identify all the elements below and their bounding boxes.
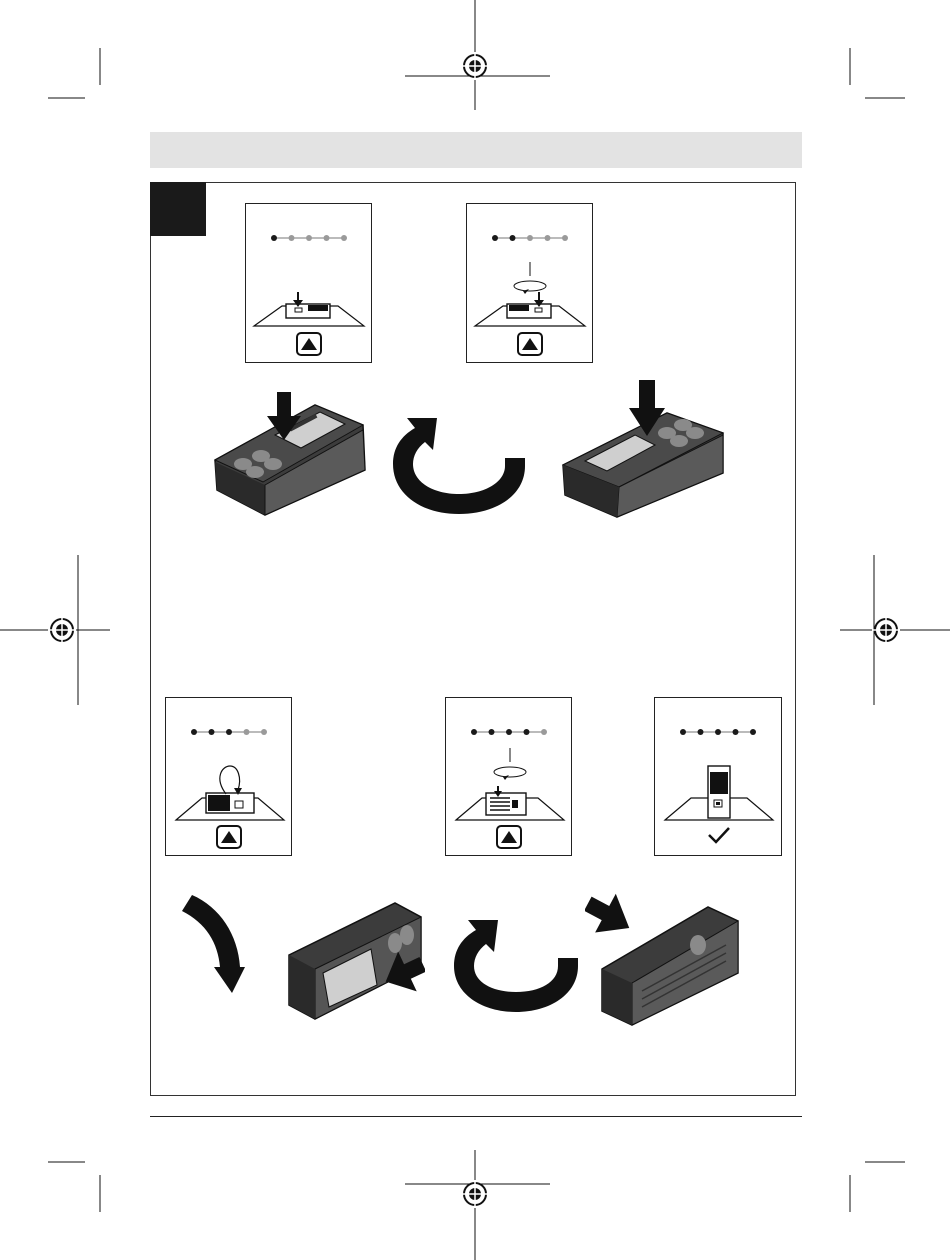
rotate-icon: [494, 767, 526, 780]
progress-dots: [471, 729, 547, 735]
crop-mark-bottom-right: [840, 1150, 910, 1220]
progress-dot-active: [492, 235, 498, 241]
progress-dot-inactive: [562, 235, 568, 241]
progress-dots: [680, 729, 756, 735]
registration-mark-top: [405, 0, 550, 110]
crop-mark-bottom-left: [40, 1150, 110, 1220]
progress-dot-active: [698, 729, 704, 735]
registration-mark-bottom: [405, 1150, 550, 1260]
up-button-icon: [518, 333, 542, 355]
progress-dot-active: [471, 729, 477, 735]
progress-dot-inactive: [289, 235, 295, 241]
rotate-icon: [514, 281, 546, 294]
progress-dot-inactive: [541, 729, 547, 735]
progress-dot-inactive: [306, 235, 312, 241]
step-panel-4: [445, 697, 572, 856]
progress-dot-active: [226, 729, 232, 735]
progress-dot-active: [191, 729, 197, 735]
rotate-arrow-icon: [385, 418, 530, 518]
rotate-icon: [220, 766, 242, 795]
progress-dots: [191, 729, 267, 735]
footer-rule: [150, 1116, 802, 1117]
progress-dot-inactive: [244, 729, 250, 735]
registration-mark-left: [0, 555, 110, 705]
progress-dot-active: [750, 729, 756, 735]
press-arrow-icon: [263, 392, 303, 442]
progress-dot-active: [271, 235, 277, 241]
figure-number-tab: [150, 182, 206, 236]
registration-mark-right: [840, 555, 950, 705]
up-button-icon: [497, 826, 521, 848]
step-panel-2: [466, 203, 593, 363]
progress-dot-active: [680, 729, 686, 735]
progress-dot-active: [209, 729, 215, 735]
progress-dot-active: [733, 729, 739, 735]
progress-dot-active: [489, 729, 495, 735]
progress-dot-active: [715, 729, 721, 735]
step-panel-3: [165, 697, 292, 856]
progress-dot-inactive: [527, 235, 533, 241]
check-mark-icon: [709, 828, 729, 842]
progress-dot-active: [524, 729, 530, 735]
crop-mark-top-left: [40, 40, 110, 110]
crop-mark-top-right: [840, 40, 910, 110]
progress-dot-inactive: [261, 729, 267, 735]
progress-dots: [271, 235, 347, 241]
progress-dot-inactive: [545, 235, 551, 241]
up-button-icon: [217, 826, 241, 848]
progress-dots: [492, 235, 568, 241]
press-arrow-icon: [625, 380, 667, 438]
step-panel-1: [245, 203, 372, 363]
progress-dot-active: [510, 235, 516, 241]
rotate-arrow-icon: [180, 895, 245, 995]
progress-dot-inactive: [324, 235, 330, 241]
press-arrow-icon: [585, 893, 635, 938]
press-arrow-icon: [380, 952, 425, 1000]
up-button-icon: [297, 333, 321, 355]
step-panel-5: [654, 697, 782, 856]
rotate-arrow-icon: [448, 918, 583, 1016]
header-band: [150, 132, 802, 168]
progress-dot-active: [506, 729, 512, 735]
progress-dot-inactive: [341, 235, 347, 241]
